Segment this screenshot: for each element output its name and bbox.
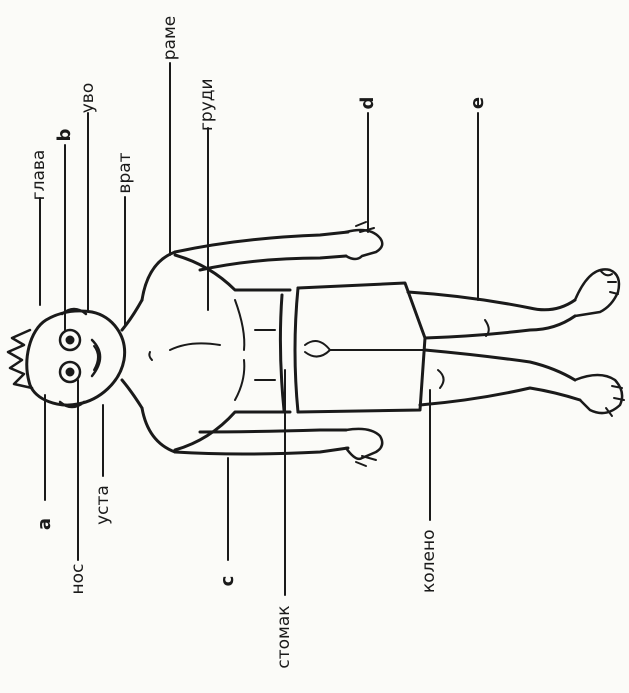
label-stomak: стомак xyxy=(276,602,294,672)
label-letter-d: d xyxy=(359,94,377,112)
shorts-drawing xyxy=(280,283,425,412)
head-drawing xyxy=(8,309,125,407)
label-letter-a: a xyxy=(36,515,54,533)
label-koleno: колено xyxy=(421,531,439,593)
label-glava: глава xyxy=(31,146,49,204)
label-letter-c: c xyxy=(219,572,237,590)
label-nos: нос xyxy=(70,560,88,598)
label-letter-e: e xyxy=(469,94,487,112)
legs-drawing xyxy=(408,269,624,416)
label-rame: раме xyxy=(162,15,180,61)
label-vrat: врат xyxy=(117,151,135,195)
label-usta: уста xyxy=(95,483,113,527)
label-uvo: уво xyxy=(80,81,98,115)
label-letter-b: b xyxy=(56,126,74,144)
torso-drawing xyxy=(122,252,290,452)
label-grudi: груди xyxy=(199,79,217,131)
